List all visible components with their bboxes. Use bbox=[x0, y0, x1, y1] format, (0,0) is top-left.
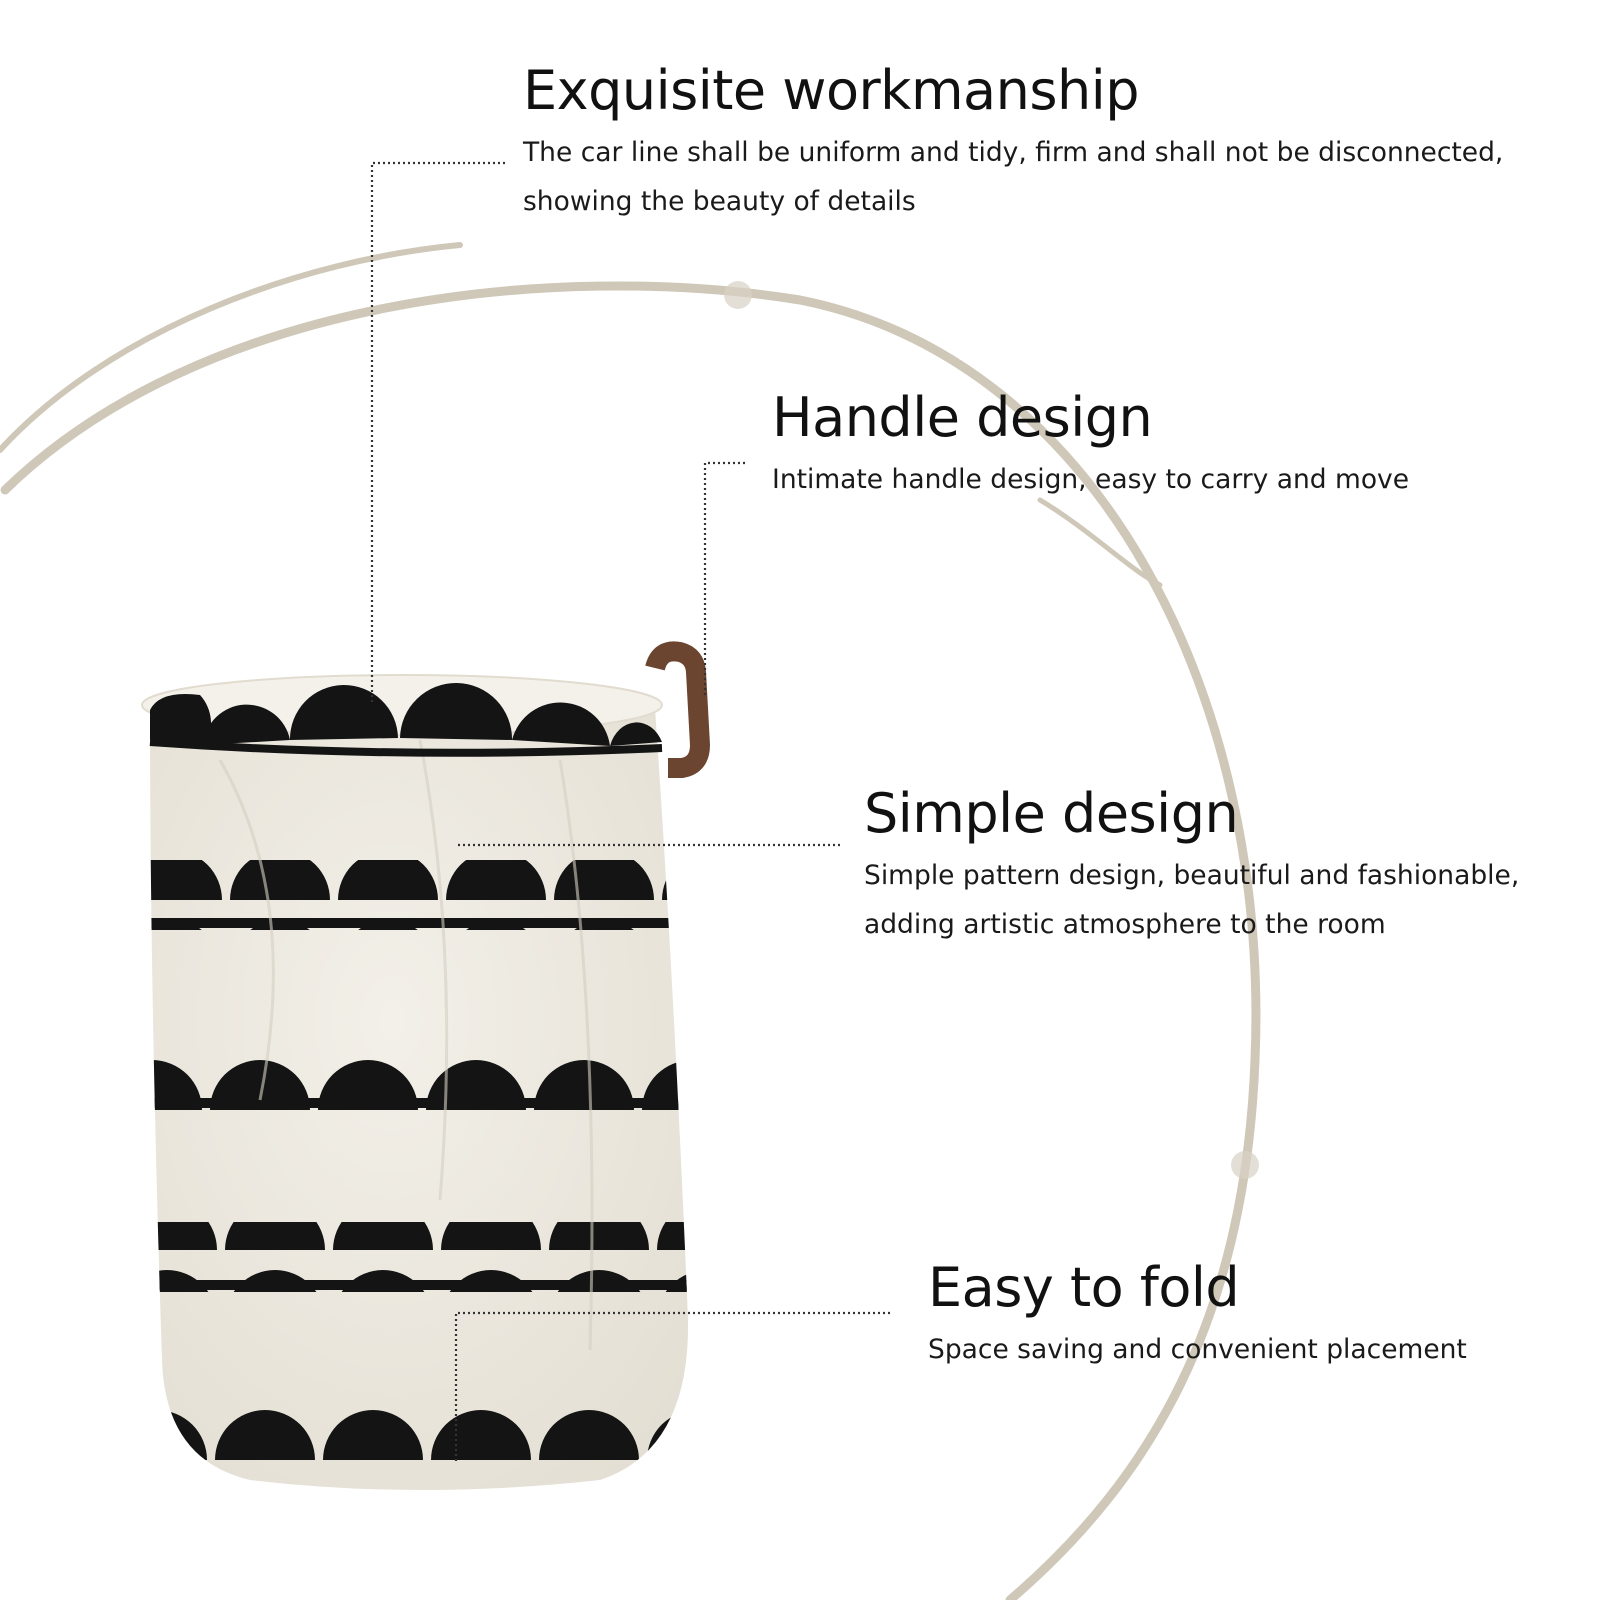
feature-simple-design: Simple design Simple pattern design, bea… bbox=[864, 781, 1584, 949]
feature-title: Exquisite workmanship bbox=[523, 59, 1140, 122]
feature-title: Easy to fold bbox=[928, 1256, 1240, 1319]
feature-title: Handle design bbox=[772, 386, 1153, 449]
feature-description: Intimate handle design, easy to carry an… bbox=[772, 464, 1410, 495]
feature-easy-to-fold: Easy to fold Space saving and convenient… bbox=[928, 1255, 1588, 1374]
leather-handle bbox=[645, 641, 710, 778]
feature-handle-design: Handle design Intimate handle design, ea… bbox=[772, 385, 1572, 504]
leader-lines bbox=[370, 161, 890, 1462]
feature-title: Simple design bbox=[864, 782, 1239, 845]
feature-description: Simple pattern design, beautiful and fas… bbox=[864, 860, 1520, 940]
laundry-basket-image bbox=[141, 641, 710, 1490]
background-arc-decoration bbox=[0, 242, 1261, 1600]
feature-exquisite-workmanship: Exquisite workmanship The car line shall… bbox=[523, 58, 1573, 226]
leader-line-handle bbox=[703, 461, 745, 698]
feature-description: Space saving and convenient placement bbox=[928, 1334, 1467, 1365]
feature-description: The car line shall be uniform and tidy, … bbox=[523, 137, 1504, 217]
